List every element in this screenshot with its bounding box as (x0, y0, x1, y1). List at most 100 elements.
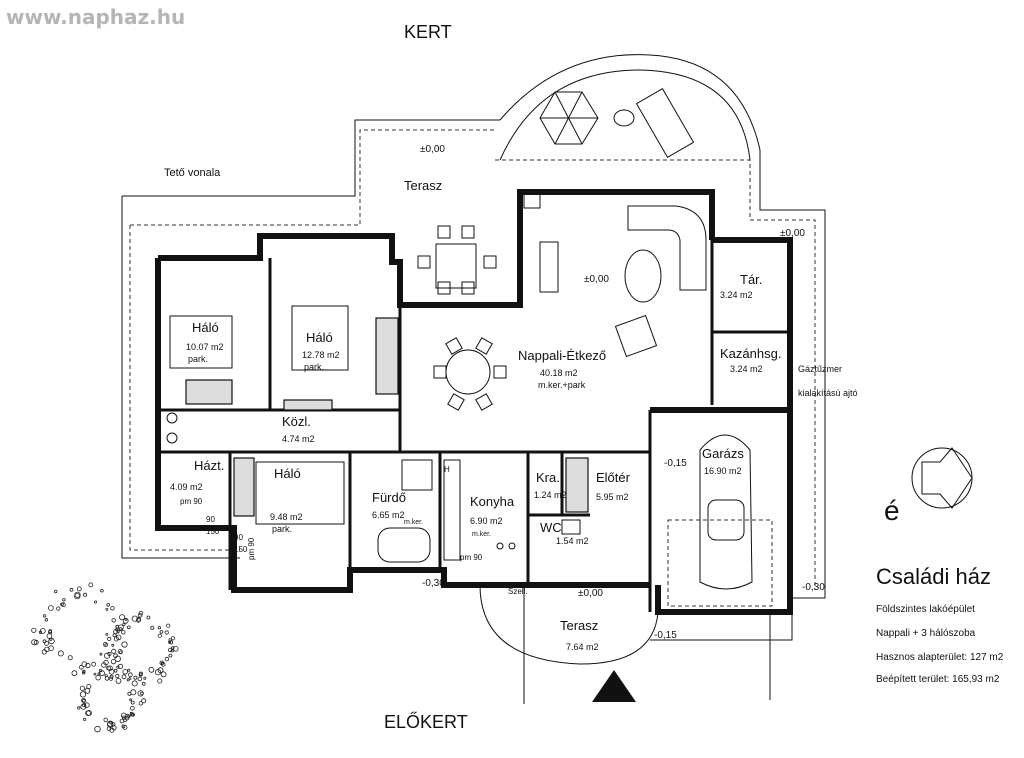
shrub-dot (82, 669, 86, 674)
shrub-dot (111, 643, 115, 647)
room-halo1-area: 10.07 m2 (186, 342, 224, 352)
shrub-dot (118, 624, 124, 631)
shrub-dot (118, 627, 123, 632)
watermark-text: www.naphaz.hu (6, 5, 185, 29)
shrub-dot (157, 626, 161, 630)
room-tar-name: Tár. (740, 272, 762, 287)
shrub-dot (48, 637, 55, 645)
shrub-dot (69, 587, 74, 592)
label-kert: KERT (404, 22, 452, 42)
dim-szell: Szell. (508, 587, 528, 596)
shrub-dot (84, 702, 90, 708)
shrub-dot (168, 653, 173, 658)
shrub-dot (164, 630, 169, 635)
shrub-dot (172, 645, 179, 652)
room-kra-name: Kra. (536, 470, 560, 485)
shrub-dot (108, 676, 114, 681)
shrub-dot (113, 636, 119, 642)
shrub-dot (42, 614, 47, 618)
room-terasz1-name: Terasz (404, 178, 442, 193)
room-garazs-name: Garázs (702, 446, 744, 461)
shrub-dot (31, 639, 38, 646)
shrub-dot (94, 725, 101, 733)
shrub-dot (110, 658, 117, 665)
room-konyha-area: 6.90 m2 (470, 516, 503, 526)
level-8: -0,15 (654, 630, 677, 641)
shrub-dot (115, 673, 120, 679)
shrub-dot (121, 674, 127, 680)
label-teto-vonala: Tető vonala (164, 167, 221, 179)
room-halo2-floor: park. (304, 362, 324, 372)
shrub-dot (107, 651, 112, 657)
shrub-dot (97, 672, 101, 676)
room-kazan-name: Kazánhsg. (720, 346, 781, 361)
shrub-dot (81, 661, 88, 667)
dim-h: H (444, 465, 450, 474)
room-furdo-name: Fürdő (372, 490, 406, 505)
shrub-dot (170, 649, 174, 653)
shrub-dot (31, 627, 37, 633)
shrub-dot (130, 700, 135, 705)
shrub-dot (79, 685, 86, 691)
entrance-marker (592, 670, 636, 702)
shrub-dot (56, 606, 61, 611)
shrub-dot (115, 628, 119, 632)
shrub-dot (67, 655, 73, 661)
room-kra-area: 1.24 m2 (534, 490, 567, 500)
level-6: -0,30 (422, 578, 445, 589)
shrub-dot (154, 669, 162, 676)
shrub-dot (77, 706, 81, 710)
shrub-dot (115, 678, 122, 684)
shrub-dot (95, 675, 101, 681)
shrub-dot (140, 691, 144, 696)
shrub-dot (141, 681, 146, 686)
shrub-dot (157, 678, 163, 684)
beds (169, 305, 349, 525)
dim-pm90-c: pm 90 (247, 537, 256, 560)
shrub-dot (93, 672, 97, 676)
room-halo2-name: Háló (306, 330, 333, 345)
terrace-dining-set (417, 225, 497, 295)
shrub-dot (104, 674, 108, 678)
shrub-dot (119, 614, 126, 621)
shrub-dot (79, 664, 84, 670)
info-line3: Hasznos alapterület: 127 m2 (876, 652, 1004, 663)
dim-150b: 150 (234, 545, 248, 554)
shrub-dot (74, 591, 81, 598)
level-2: ±0,00 (584, 274, 609, 285)
room-eloter-area: 5.95 m2 (596, 492, 629, 502)
shrub-dot (57, 650, 64, 657)
shrub-dot (76, 586, 82, 592)
info-line4: Beépített terület: 165,93 m2 (876, 674, 1000, 685)
shrub-dot (112, 633, 117, 638)
shrub-dot (166, 623, 171, 628)
shrub-dot (111, 618, 116, 623)
shrub-dot (131, 680, 138, 687)
shrub-dot (81, 698, 86, 703)
shrub-dot (82, 671, 86, 675)
shrub-dot (167, 647, 173, 653)
room-wc-name: WC (540, 520, 562, 535)
shrub-dot (126, 678, 130, 682)
roof-outline (121, 54, 826, 641)
shrub-dot (103, 717, 108, 723)
shrub-dot (117, 663, 124, 670)
shrub-dot (44, 641, 49, 646)
room-terasz2-name: Terasz (560, 618, 598, 633)
room-nappali-floor: m.ker.+park (538, 380, 586, 390)
room-konyha-floor: m.ker. (472, 531, 491, 538)
shrub-dot (121, 724, 126, 729)
room-halo1-floor: park. (188, 354, 208, 364)
compass-icon (911, 447, 973, 509)
exterior-walls (155, 189, 793, 615)
room-nappali-name: Nappali-Étkező (518, 348, 606, 363)
shrub-dot (103, 659, 109, 666)
room-halo2-area: 12.78 m2 (302, 350, 340, 360)
shrub-dot (164, 656, 170, 662)
room-nappali-area: 40.18 m2 (540, 368, 578, 378)
shrub-dot (83, 592, 88, 597)
shrub-dot (121, 641, 128, 648)
shrub-dot (94, 600, 98, 604)
shrub-dot (104, 676, 110, 681)
